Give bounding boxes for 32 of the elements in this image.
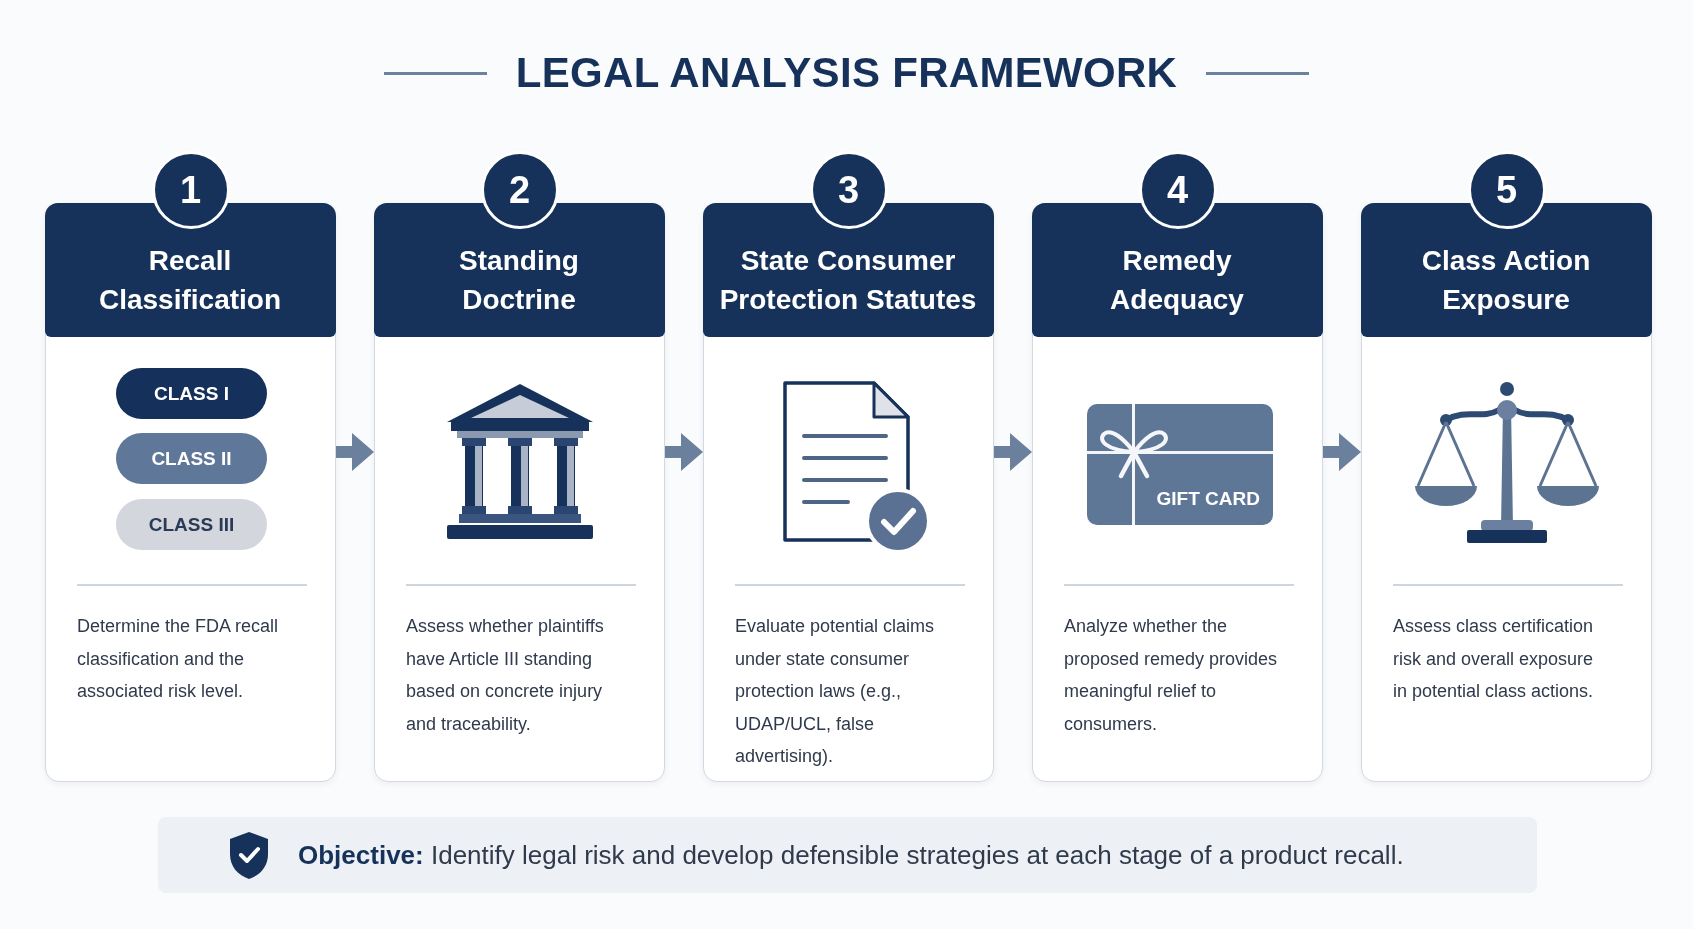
flow-arrow (1323, 432, 1361, 471)
class-level-tag: CLASS II (116, 433, 267, 484)
step-description: Assess class certification risk and overall exposure in potential class actions. (1393, 615, 1595, 703)
step-card (703, 203, 994, 782)
gift-card (1087, 404, 1273, 525)
step-number: 4 (1138, 151, 1217, 229)
flow-arrow (665, 432, 703, 471)
step-description: Assess whether plaintiffs have Article III standing based on concrete injury and traceability. (406, 615, 605, 736)
flow-arrow (994, 432, 1032, 471)
step-title: Class Action Exposure (1420, 243, 1592, 317)
diagram-title: LEGAL ANALYSIS FRAMEWORK (515, 49, 1178, 97)
gift-card-label: GIFT CARD (1156, 488, 1260, 510)
step-description: Analyze whether the proposed remedy provides meaningful relief to consumers. (1064, 615, 1279, 736)
step-number: 5 (1467, 151, 1546, 229)
objective-banner (158, 817, 1537, 893)
step-number: 2 (480, 151, 559, 229)
flow-arrow (336, 432, 374, 471)
step-title: State Consumer Protection Statutes (718, 243, 978, 317)
step-description: Evaluate potential claims under state consumer protection laws (e.g., UDAP/UCL, false advertising). (735, 615, 936, 768)
step-card (45, 203, 336, 782)
step-title: Standing Doctrine (458, 243, 580, 317)
step-card (374, 203, 665, 782)
step-card (1361, 203, 1652, 782)
class-level-tag: CLASS III (116, 499, 267, 550)
step-number: 1 (151, 151, 230, 229)
class-level-tag: CLASS I (116, 368, 267, 419)
step-title: Recall Classification (97, 243, 283, 317)
objective-text: Objective: Identify legal risk and develop defensible strategies at each stage of a product recall. (298, 839, 1404, 872)
step-card (1032, 203, 1323, 782)
step-title: Remedy Adequacy (1109, 243, 1245, 317)
step-number: 3 (809, 151, 888, 229)
step-description: Determine the FDA recall classification and the associated risk level. (77, 615, 280, 703)
